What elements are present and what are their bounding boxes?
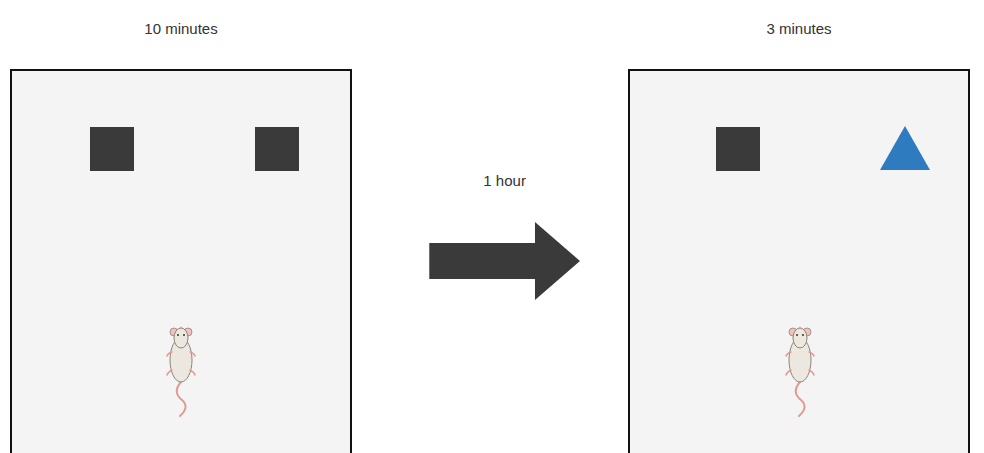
object-square	[90, 127, 134, 171]
mouse-icon	[167, 327, 195, 416]
phase-duration: 3 minutes	[628, 20, 970, 37]
time-delay-arrow	[429, 222, 580, 300]
test-arena: 10 minutes	[10, 0, 352, 453]
arena-frame	[10, 69, 352, 453]
mouse-icon	[786, 327, 814, 416]
phase-duration: 10 minutes	[10, 20, 352, 37]
delay-label: 1 hour	[483, 172, 526, 189]
object-square	[716, 127, 760, 171]
object-triangle	[880, 126, 930, 170]
test-arena: 3 minutes	[628, 0, 970, 453]
object-square	[255, 127, 299, 171]
arena-frame	[628, 69, 970, 453]
